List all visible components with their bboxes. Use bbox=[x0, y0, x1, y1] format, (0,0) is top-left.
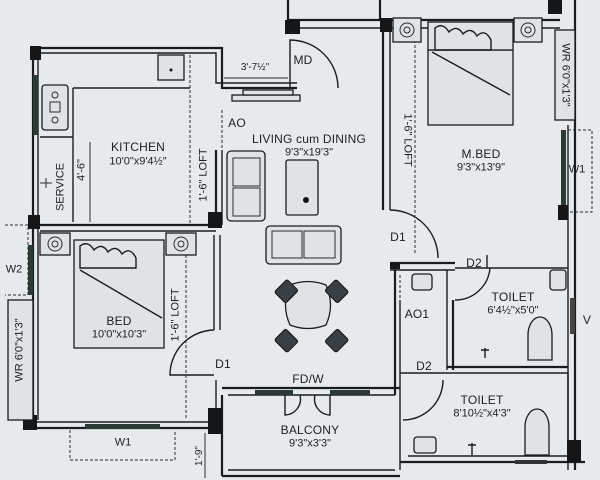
side-table bbox=[513, 17, 543, 43]
toilet1-door-swing bbox=[454, 267, 491, 301]
wash-basin bbox=[549, 269, 567, 291]
bed-window-w1 bbox=[85, 424, 160, 429]
door-swings bbox=[169, 39, 491, 421]
master-window-w1 bbox=[561, 130, 566, 205]
bed bbox=[73, 239, 165, 349]
stove bbox=[41, 84, 69, 131]
french-door-swing bbox=[284, 394, 331, 416]
toilet2-door-swing bbox=[402, 379, 444, 421]
master-door-swing bbox=[389, 209, 439, 259]
dining-chair bbox=[274, 279, 298, 303]
kitchen-window bbox=[33, 75, 38, 135]
wc bbox=[524, 408, 550, 456]
windows bbox=[5, 75, 593, 464]
wc bbox=[527, 316, 553, 361]
bed-side-window-w2 bbox=[28, 245, 33, 295]
toilet-fixtures bbox=[411, 269, 567, 456]
dining-table bbox=[284, 280, 332, 330]
dimension-lines bbox=[89, 77, 301, 478]
bed-wardrobe bbox=[7, 299, 34, 421]
loft-lines bbox=[185, 40, 416, 420]
master-bed-furniture bbox=[392, 17, 576, 126]
dining-chair bbox=[325, 279, 349, 303]
bed-furniture bbox=[7, 232, 197, 421]
coffee-table bbox=[285, 159, 319, 216]
living-furniture bbox=[226, 150, 349, 353]
wash-basin bbox=[413, 436, 437, 454]
side-table bbox=[392, 17, 422, 43]
master-wardrobe bbox=[554, 29, 576, 121]
columns bbox=[23, 0, 581, 462]
dining-chair bbox=[274, 329, 298, 353]
kitchen-sink bbox=[157, 54, 185, 81]
dining-chair bbox=[325, 329, 349, 353]
ventilator bbox=[570, 298, 575, 334]
wash-basin bbox=[411, 273, 433, 291]
side-table bbox=[39, 232, 71, 256]
main-door-swing bbox=[289, 39, 339, 89]
kitchen-fixtures bbox=[40, 54, 190, 222]
side-table bbox=[165, 232, 197, 256]
double-bed bbox=[427, 49, 514, 126]
bed-door-swing bbox=[169, 329, 215, 376]
